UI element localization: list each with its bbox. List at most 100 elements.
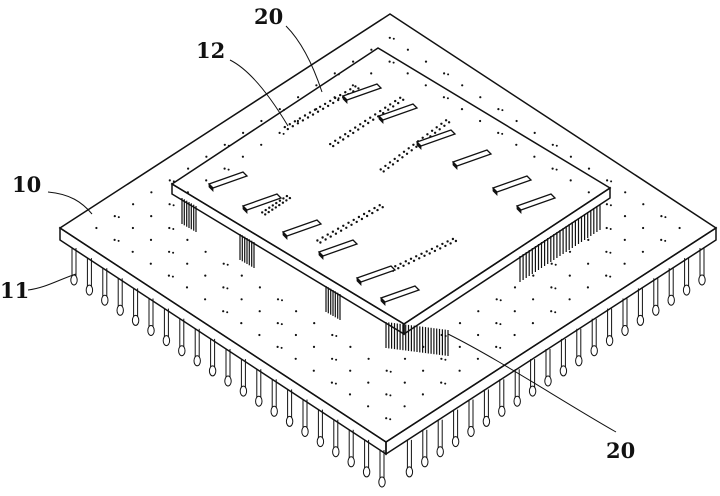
base-hole xyxy=(424,84,427,87)
base-hole xyxy=(241,155,244,158)
top-hole xyxy=(347,221,350,224)
top-hole xyxy=(379,168,382,171)
base-hole xyxy=(458,369,461,372)
base-hole xyxy=(227,168,230,171)
base-board-left-edge xyxy=(59,226,387,456)
base-hole xyxy=(479,96,482,99)
pin-tip xyxy=(405,466,414,478)
pin-tip xyxy=(682,284,691,296)
pin-tip xyxy=(147,325,155,336)
pin-tip xyxy=(513,395,521,407)
top-hole xyxy=(278,203,281,207)
top-hole xyxy=(428,252,431,255)
label-11: 11 xyxy=(0,278,29,303)
top-hole xyxy=(293,120,297,123)
base-hole xyxy=(495,322,498,325)
base-hole xyxy=(185,286,189,289)
top-hole xyxy=(409,257,413,260)
base-hole xyxy=(370,48,373,51)
top-hole xyxy=(339,93,342,97)
top-hole xyxy=(399,262,402,265)
base-hole xyxy=(422,369,425,372)
top-hole xyxy=(267,210,270,214)
base-hole xyxy=(258,286,261,289)
top-board-right-edge xyxy=(403,186,611,336)
top-hole xyxy=(397,267,400,270)
pin-tip xyxy=(332,446,340,458)
top-hole xyxy=(282,197,285,200)
base-hole xyxy=(554,311,557,314)
connector-pad xyxy=(515,193,557,211)
pin-tip xyxy=(116,304,124,316)
base-hole xyxy=(168,250,171,253)
pin-tip xyxy=(270,405,278,417)
base-hole xyxy=(586,286,590,289)
base-hole xyxy=(352,60,355,63)
pin-tip xyxy=(559,365,568,377)
top-hole xyxy=(362,212,366,216)
top-hole xyxy=(362,125,365,128)
top-hole xyxy=(296,122,300,125)
base-hole xyxy=(403,357,407,360)
top-hole xyxy=(359,123,362,126)
pin-tip xyxy=(575,355,583,367)
pin-tip xyxy=(698,274,706,286)
top-hole xyxy=(436,245,439,248)
base-hole xyxy=(258,310,261,313)
connector-pad xyxy=(491,175,533,193)
pin-tip xyxy=(451,436,460,448)
top-hole xyxy=(387,108,390,111)
top-hole xyxy=(374,113,377,116)
top-hole xyxy=(415,145,418,148)
base-hole xyxy=(440,381,443,384)
connector-pad xyxy=(341,83,383,101)
top-hole xyxy=(298,117,302,120)
base-hole xyxy=(609,251,612,254)
top-hole xyxy=(447,121,451,124)
leader-12 xyxy=(229,59,289,127)
base-hole xyxy=(533,131,536,134)
top-hole xyxy=(393,157,396,161)
top-hole xyxy=(407,262,410,265)
top-hole xyxy=(339,136,342,139)
top-hole xyxy=(342,224,345,227)
pin-tip xyxy=(467,426,475,437)
top-hole xyxy=(426,133,429,136)
top-hole xyxy=(360,217,364,221)
base-hole xyxy=(205,179,208,182)
top-hole xyxy=(435,126,438,129)
base-hole xyxy=(370,72,373,75)
top-hole xyxy=(306,116,310,119)
base-hole xyxy=(117,216,120,219)
connector-pads xyxy=(207,83,557,306)
base-hole xyxy=(278,131,281,134)
top-board-holes xyxy=(261,85,458,272)
base-hole xyxy=(242,131,245,134)
base-hole xyxy=(569,155,573,158)
top-hole xyxy=(323,102,327,106)
top-hole xyxy=(388,161,392,164)
base-hole xyxy=(444,382,447,385)
base-hole xyxy=(554,287,557,290)
top-hole xyxy=(401,156,404,159)
base-hole xyxy=(403,405,406,408)
base-hole xyxy=(260,119,263,123)
top-hole xyxy=(337,98,340,102)
base-hole xyxy=(260,143,263,146)
top-hole xyxy=(264,213,267,216)
base-hole xyxy=(223,167,226,170)
top-board-left-edge xyxy=(171,182,405,336)
top-hole xyxy=(441,242,444,246)
top-hole xyxy=(420,252,423,255)
base-hole xyxy=(276,298,280,301)
base-hole xyxy=(477,310,480,313)
top-hole xyxy=(410,149,413,152)
base-hole xyxy=(587,238,590,241)
base-hole xyxy=(204,274,207,277)
base-hole xyxy=(664,216,667,219)
top-hole xyxy=(319,241,322,244)
base-hole xyxy=(497,131,500,134)
base-hole xyxy=(641,250,645,253)
label-20-top: 20 xyxy=(254,4,283,29)
top-hole xyxy=(412,143,415,146)
